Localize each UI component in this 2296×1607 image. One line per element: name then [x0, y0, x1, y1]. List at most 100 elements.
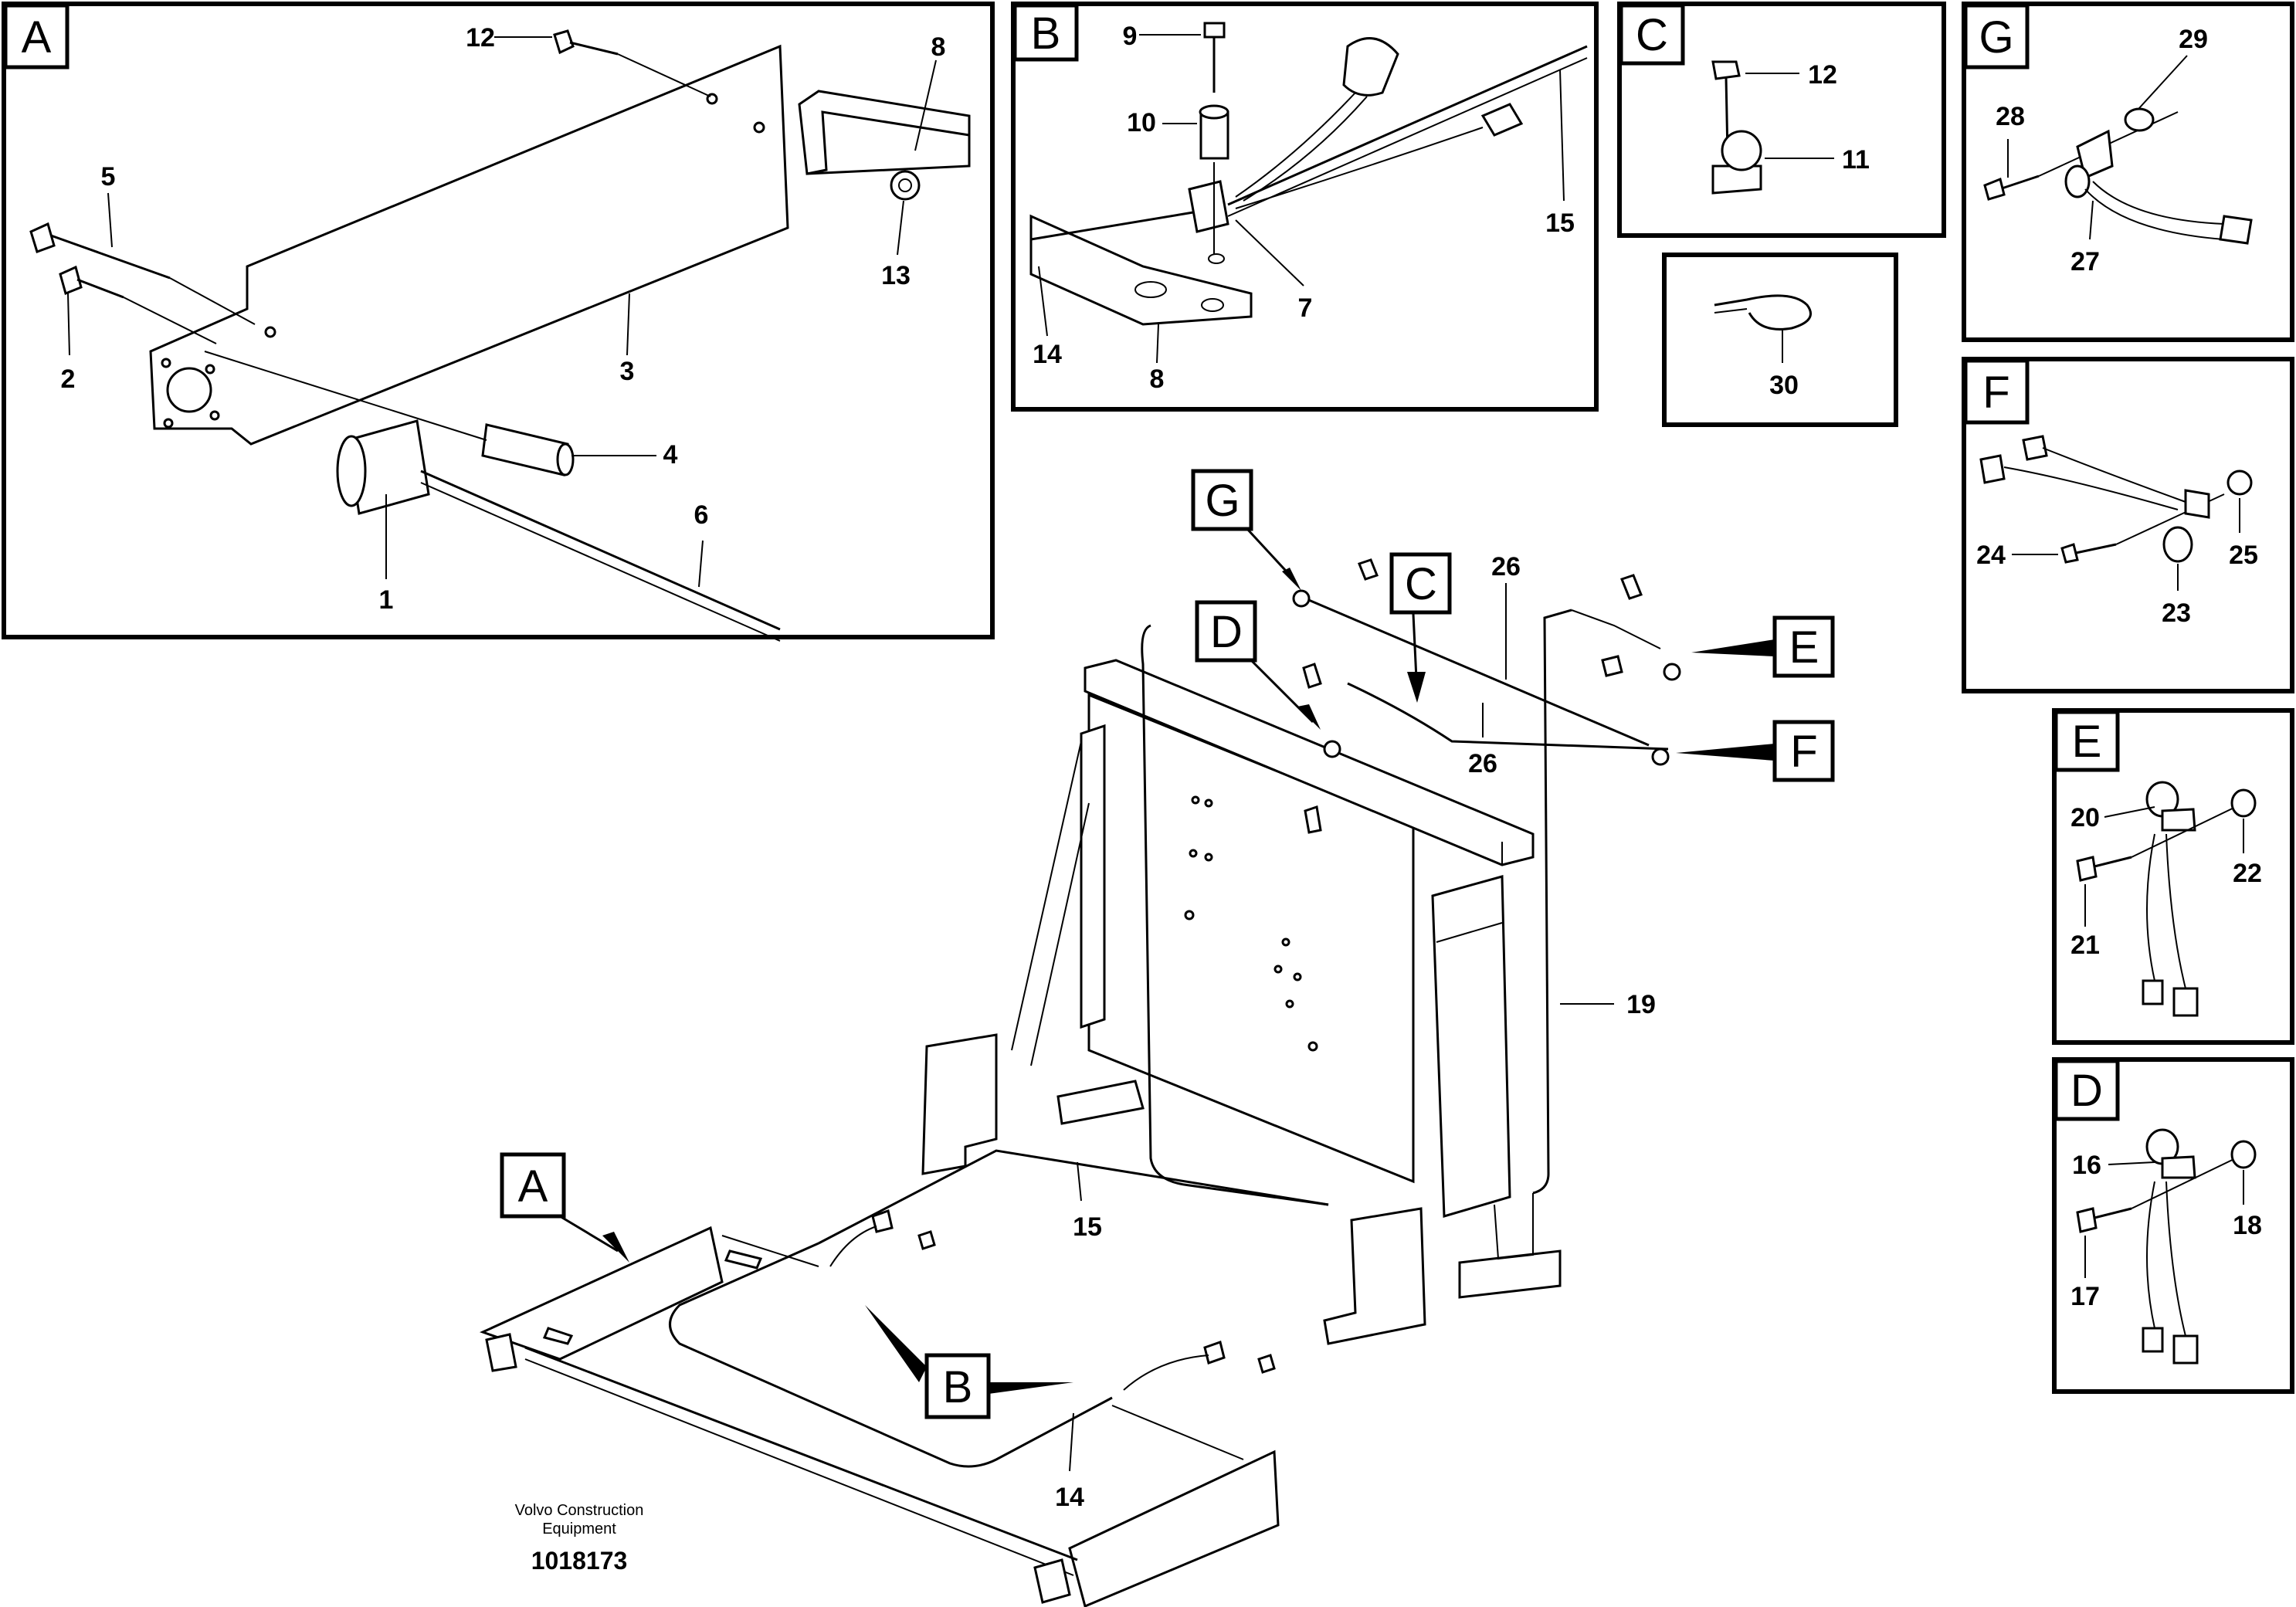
bolt-9-head	[1203, 22, 1226, 39]
mounting-plate	[149, 44, 789, 446]
cable-tie-frame	[1662, 253, 1898, 427]
callout-4: 4	[663, 440, 678, 470]
cable-14	[1030, 211, 1194, 241]
callout-17: 17	[2070, 1282, 2100, 1311]
detail-g-title: G	[1979, 12, 2013, 63]
sensor-body	[336, 435, 367, 507]
detail-b-title: B	[1031, 8, 1061, 59]
callout-14: 14	[1033, 340, 1062, 369]
bolt-28-head	[1983, 177, 2006, 201]
left-post	[1080, 724, 1106, 1029]
callout-16: 16	[2072, 1151, 2101, 1180]
callout-23: 23	[2162, 598, 2191, 628]
callout-12: 12	[466, 23, 495, 53]
callout-21: 21	[2070, 931, 2100, 960]
detail-b-frame	[1011, 2, 1599, 412]
callout-10: 10	[1127, 108, 1156, 137]
callout-15: 15	[1545, 209, 1575, 238]
marker-b: B	[943, 1362, 973, 1412]
callout-30: 30	[1769, 371, 1799, 400]
connector-a	[2142, 1327, 2164, 1353]
callout-25: 25	[2229, 541, 2258, 570]
callout-2: 2	[61, 364, 76, 394]
callout-18: 18	[2233, 1211, 2262, 1240]
marker-f: F	[1790, 727, 1817, 777]
sensor-left	[485, 1333, 517, 1372]
bolt-24-head	[2060, 543, 2079, 564]
bolt-12-head	[553, 29, 575, 55]
marker-e: E	[1789, 622, 1820, 673]
callout-5: 5	[101, 162, 116, 192]
bolt-17-head	[2076, 1207, 2098, 1233]
detail-g-frame	[1962, 2, 2294, 342]
connector-cap	[1342, 37, 1399, 97]
connector-b	[2172, 987, 2199, 1017]
main-assembly-view: G C D E F A B	[479, 469, 1835, 1607]
connector-a	[2142, 979, 2164, 1005]
marker-d-box	[1195, 600, 1257, 663]
spacer-18	[2230, 1140, 2257, 1169]
right-frame	[1431, 875, 1511, 1218]
callout-12: 12	[1808, 60, 1837, 90]
callout-28: 28	[1996, 102, 2025, 131]
detail-view-d: D 16 18 17	[2052, 1057, 2294, 1394]
bolt-5-head	[29, 222, 56, 253]
callout-7: 7	[1298, 293, 1313, 323]
detail-view-c: C 12 11	[1617, 2, 1946, 238]
connector-b	[2172, 1334, 2199, 1365]
p-clamp	[2184, 489, 2210, 519]
detail-g-title-box	[1963, 3, 2030, 70]
detail-f-title-box	[1963, 358, 2030, 425]
sleeve	[481, 423, 569, 476]
bolt-21-head	[2076, 856, 2098, 882]
callout-20: 20	[2070, 803, 2100, 832]
marker-e-box	[1772, 615, 1835, 678]
callout-27: 27	[2070, 247, 2100, 276]
connector-left	[1979, 454, 2006, 484]
marker-g-box	[1191, 469, 1253, 531]
detail-e-title-box	[2054, 710, 2120, 772]
detail-view-e: E 20 22 21	[2052, 708, 2294, 1045]
detail-d-frame	[2052, 1057, 2294, 1394]
plug	[1480, 103, 1524, 137]
detail-c-title: C	[1636, 10, 1668, 60]
detail-view-cable-tie: 30	[1662, 253, 1898, 427]
callout-22: 22	[2233, 859, 2262, 888]
mounting-bar	[1029, 214, 1253, 326]
harness-left-loop	[1141, 624, 1329, 1206]
detail-view-f: F 24 25 23	[1962, 357, 2294, 693]
nut	[890, 170, 921, 201]
marker-a-box	[500, 1152, 566, 1219]
callout-14: 14	[1055, 1483, 1084, 1512]
callout-26-lower: 26	[1468, 749, 1497, 778]
detail-a-title: A	[22, 12, 52, 63]
lower-plate-right	[1068, 1449, 1280, 1607]
marker-g: G	[1205, 476, 1240, 526]
spacer-22	[2230, 788, 2257, 818]
detail-e-title: E	[2072, 717, 2102, 767]
detail-view-a: A	[2, 2, 995, 642]
callout-6: 6	[694, 500, 709, 530]
detail-f-frame	[1962, 357, 2294, 693]
detail-d-title-box	[2054, 1059, 2120, 1121]
cable	[420, 470, 781, 631]
callout-19: 19	[1626, 990, 1656, 1019]
detail-view-g: G 29 28 27	[1962, 2, 2294, 342]
plate-hole-large	[166, 367, 212, 413]
harness-26	[1347, 682, 1669, 751]
connector-top	[2022, 435, 2048, 461]
detail-b-title-box	[1012, 3, 1079, 62]
detail-f-title: F	[1982, 368, 2009, 418]
spacer-29	[2124, 107, 2155, 132]
footer: Volvo Construction Equipment 1018173	[515, 1502, 644, 1575]
detail-a-title-box	[3, 3, 70, 70]
detail-e-frame	[2052, 708, 2294, 1045]
detail-d-title: D	[2070, 1066, 2103, 1116]
callout-11: 11	[1842, 145, 1870, 175]
harness-15	[818, 1149, 1329, 1245]
left-foot-back	[1056, 1080, 1145, 1125]
bolt-2-head	[59, 265, 83, 296]
callout-3: 3	[620, 357, 635, 386]
bolt-12-head	[1711, 60, 1741, 80]
